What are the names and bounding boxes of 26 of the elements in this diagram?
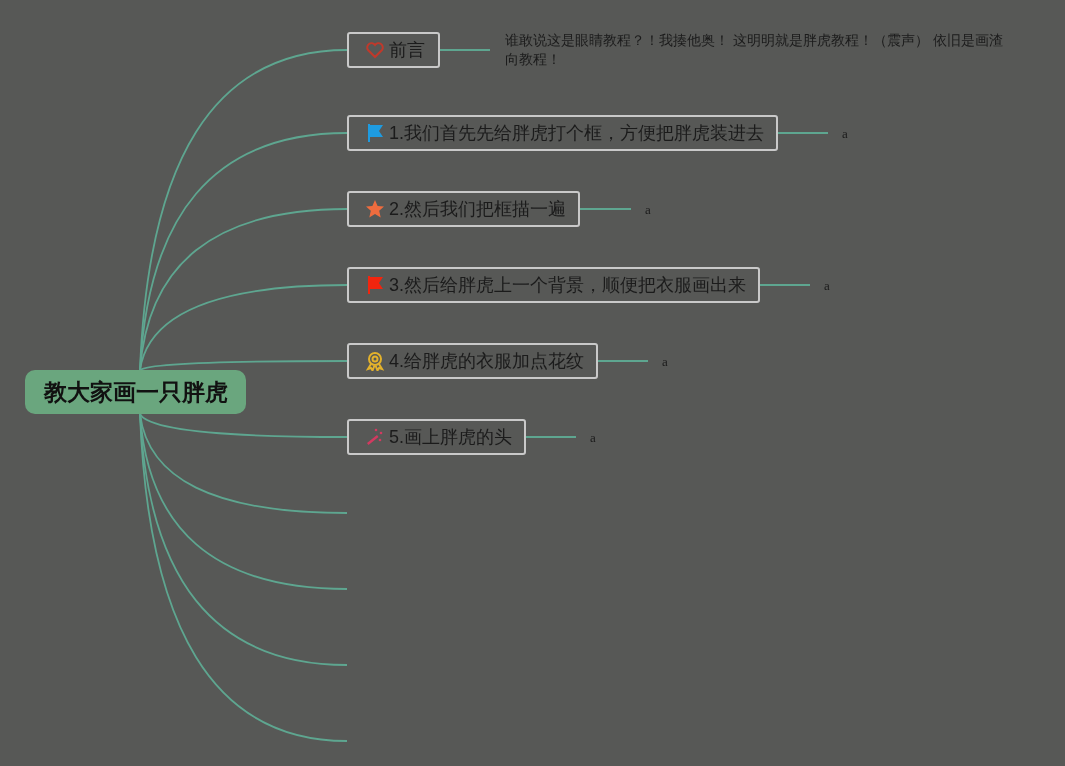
branch-line — [139, 360, 348, 371]
note-text: a — [662, 352, 668, 371]
branch-line — [439, 49, 491, 51]
topic-box — [347, 267, 760, 303]
note-text: a — [824, 276, 830, 295]
branch-line — [579, 208, 632, 210]
note-text: a — [590, 428, 596, 447]
root-topic: 教大家画一只胖虎 — [25, 370, 246, 414]
topic-box — [347, 32, 440, 68]
branch-line — [525, 436, 577, 438]
branch-line — [139, 284, 348, 371]
topic-label: 4.给胖虎的衣服加点花纹 — [389, 350, 584, 373]
topic-label: 前言 — [389, 39, 425, 62]
branch-line — [139, 413, 348, 438]
topic-label: 5.画上胖虎的头 — [389, 426, 512, 449]
note-text: a — [842, 124, 848, 143]
branch-line — [777, 132, 829, 134]
branch-line — [597, 360, 649, 362]
topic-label: 1.我们首先先给胖虎打个框，方便把胖虎装进去 — [389, 122, 764, 145]
topic-box — [347, 343, 598, 379]
branch-line — [759, 284, 811, 286]
note-text: a — [645, 200, 651, 219]
topic-box — [347, 115, 778, 151]
branch-line — [139, 208, 348, 371]
topic-box — [347, 191, 580, 227]
topic-box — [347, 419, 526, 455]
